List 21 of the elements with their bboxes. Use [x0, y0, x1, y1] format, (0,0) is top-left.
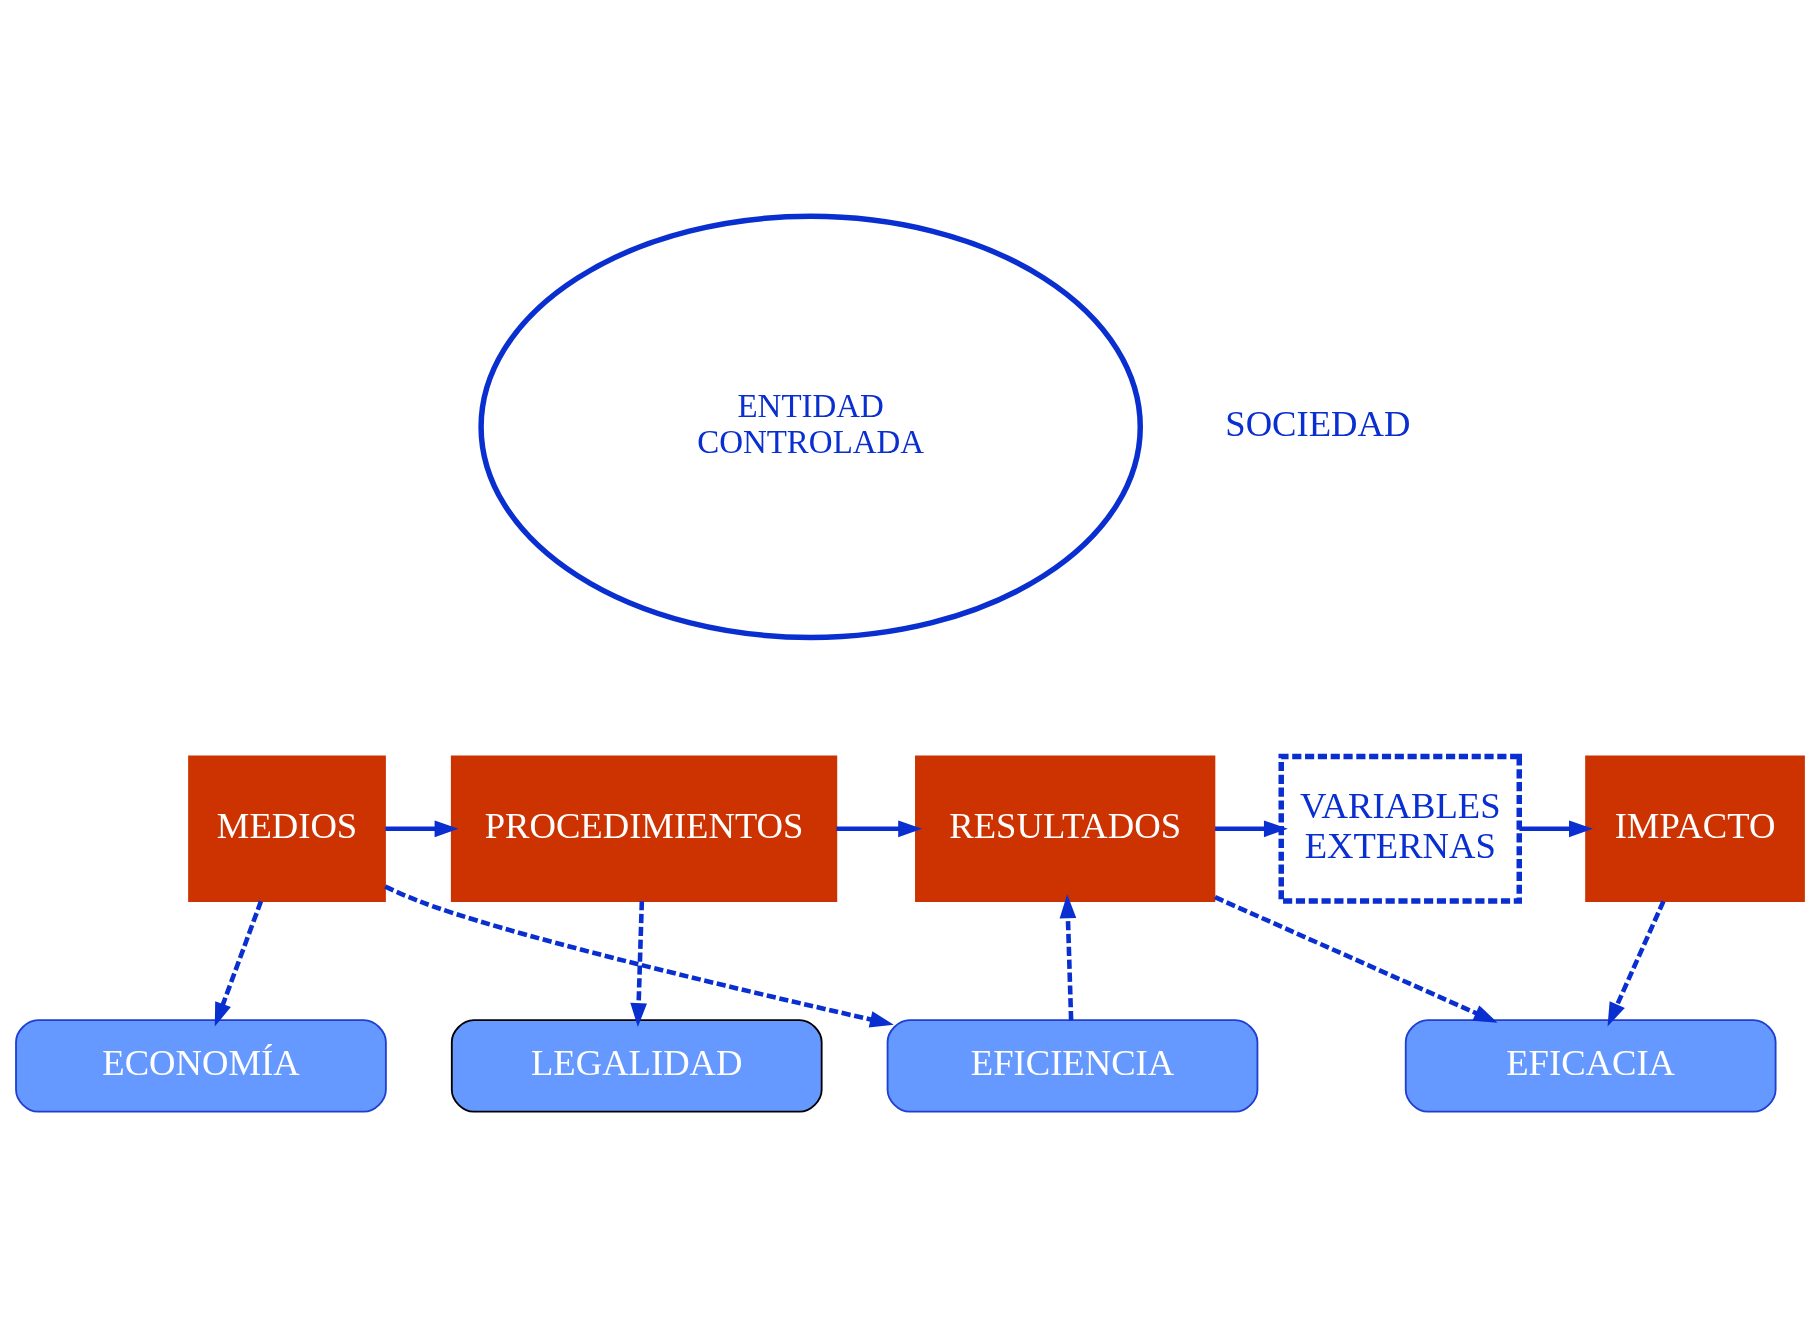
node-box: MEDIOS — [188, 755, 386, 902]
arrow — [1607, 899, 1666, 1026]
arrow — [1214, 894, 1498, 1023]
arrow — [214, 900, 264, 1027]
arrow — [385, 819, 459, 837]
node-box: LEGALIDAD — [450, 1018, 823, 1113]
node-box: VARIABLES EXTERNAS — [1278, 753, 1522, 904]
node-box: RESULTADOS — [915, 755, 1216, 902]
node-box: EFICIENCIA — [886, 1018, 1259, 1113]
arrow — [1059, 893, 1077, 1020]
arrow — [384, 883, 894, 1028]
arrow — [1215, 819, 1288, 837]
arrow — [836, 819, 923, 837]
node-box: ECONOMÍA — [15, 1018, 387, 1113]
arrow — [1519, 819, 1593, 837]
node-box: EFICACIA — [1404, 1018, 1777, 1113]
node-box: IMPACTO — [1585, 755, 1805, 902]
node-box: PROCEDIMIENTOS — [450, 755, 838, 902]
label: SOCIEDAD — [1225, 402, 1411, 444]
node-ellipse: ENTIDAD CONTROLADA — [478, 213, 1143, 640]
arrow — [630, 900, 647, 1027]
